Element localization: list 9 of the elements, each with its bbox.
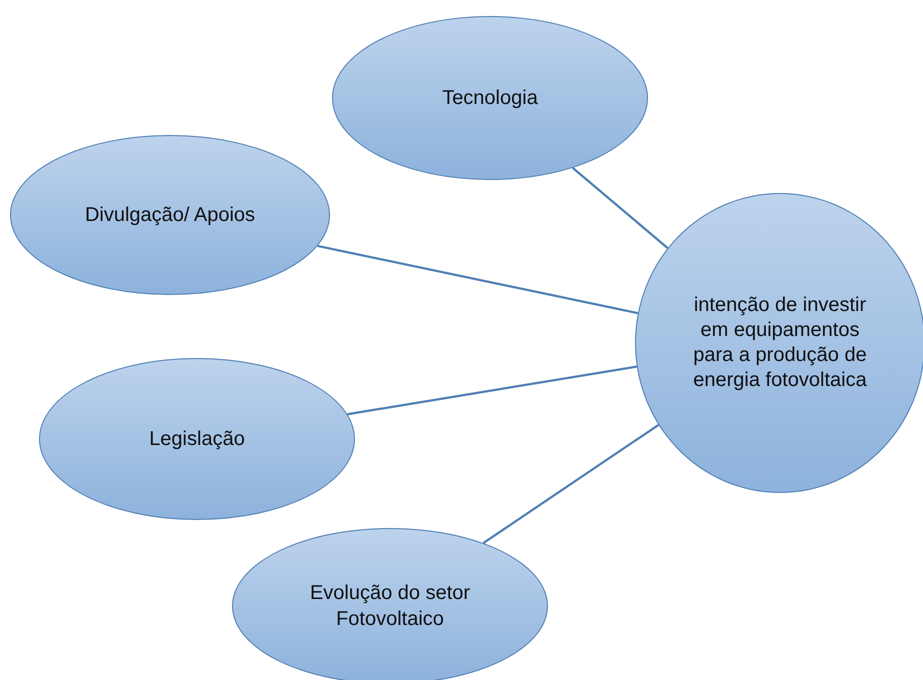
node-label: Evolução do setor Fotovoltaico: [308, 581, 472, 632]
node-label: Divulgação/ Apoios: [84, 203, 256, 228]
node-label: intenção de investir em equipamentos para a produção de energia fotovoltaica: [692, 293, 868, 393]
node-label: Legislação: [149, 427, 245, 452]
connector-line: [572, 167, 668, 249]
node-label: Tecnologia: [442, 86, 538, 111]
connector-line: [317, 244, 638, 314]
connector-line: [482, 424, 660, 544]
connector-line: [347, 366, 637, 416]
